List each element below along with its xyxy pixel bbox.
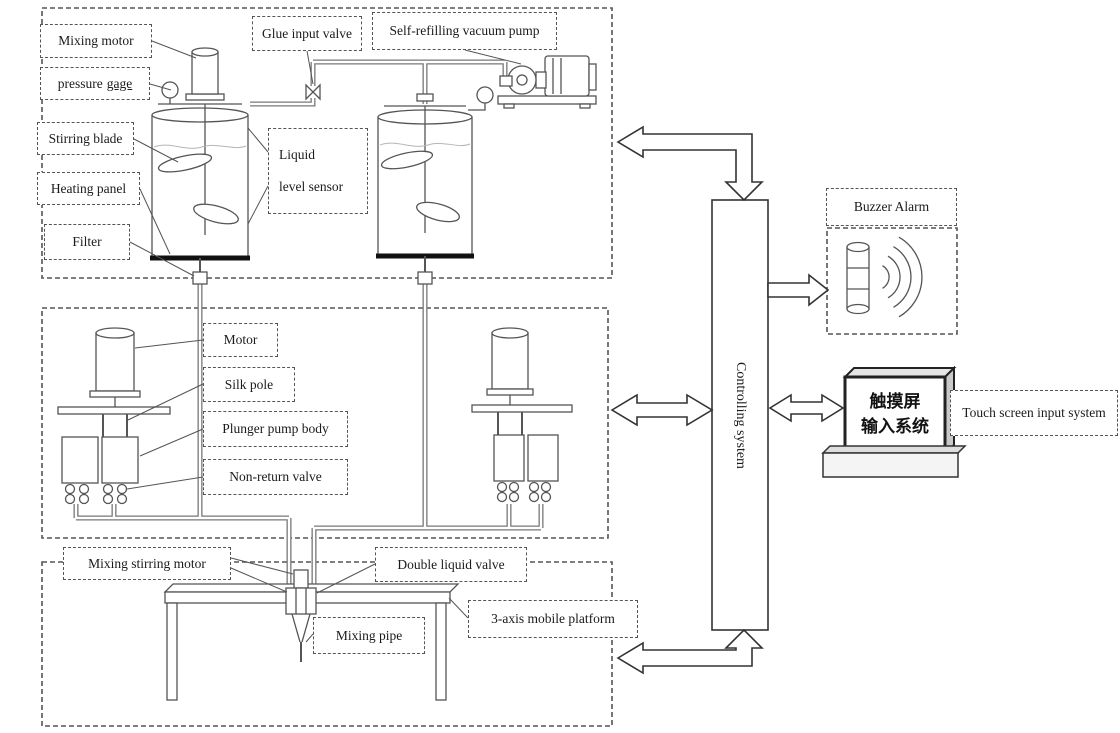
pipes xyxy=(73,59,544,588)
arrow-pumps-to-controller xyxy=(610,393,714,427)
buzzer-speaker xyxy=(846,236,923,318)
label-mixing-stirring-motor: Mixing stirring motor xyxy=(63,547,231,580)
glue-input-valve-symbol xyxy=(305,83,314,101)
label-liquid-level-sensor: Liquid level sensor xyxy=(268,128,368,214)
label-mixing-pipe: Mixing pipe xyxy=(313,617,425,654)
label-double-liquid-valve: Double liquid valve xyxy=(375,547,527,582)
label-mixing-motor: Mixing motor xyxy=(40,24,152,58)
non-return-valves-right xyxy=(496,481,552,503)
plunger-pump-body-left-1 xyxy=(61,436,99,484)
controlling-system-box xyxy=(711,199,769,631)
mixing-tank-1 xyxy=(150,47,250,285)
label-vacuum-pump: Self-refilling vacuum pump xyxy=(372,12,557,50)
label-stirring-blade: Stirring blade xyxy=(37,122,134,155)
touch-screen-line2: 输入系统 xyxy=(861,417,929,437)
filter-valve-2 xyxy=(417,271,433,285)
arrow-tanks-to-controller xyxy=(616,125,764,202)
pump-assembly-left xyxy=(57,327,171,505)
stirring-blade-1b xyxy=(193,203,239,225)
sound-waves xyxy=(882,236,923,318)
mixing-pipe-nozzle xyxy=(291,613,311,643)
table-leg-right xyxy=(435,602,447,701)
label-silk-pole: Silk pole xyxy=(203,367,295,402)
stirring-blade-1a xyxy=(157,153,213,173)
liquid-level-line1: Liquid xyxy=(279,147,315,163)
label-plunger-pump-body: Plunger pump body xyxy=(203,411,348,447)
table-leg-left xyxy=(166,602,178,701)
leader-lines xyxy=(126,40,522,643)
pump-motor-left xyxy=(95,332,135,392)
pump-motor-right xyxy=(491,332,529,390)
touch-screen-display: 触摸屏 输入系统 xyxy=(845,377,945,453)
gage-word: gage xyxy=(106,75,133,91)
mixing-motor-body xyxy=(191,51,219,95)
plunger-pump-body-right-1 xyxy=(493,434,525,482)
filter-valve-1 xyxy=(192,271,208,285)
label-filter: Filter xyxy=(44,224,130,260)
stirring-blade-2a xyxy=(380,150,434,170)
vacuum-pump-unit xyxy=(497,55,597,109)
pressure-gage-dial-2 xyxy=(476,86,494,104)
arrow-controller-to-buzzer xyxy=(767,273,830,307)
controlling-system-label: Controlling system xyxy=(733,361,748,469)
liquid-level-line2: level sensor xyxy=(279,179,344,195)
pump-assembly-right xyxy=(471,327,573,503)
screen-base-front xyxy=(822,452,959,478)
label-three-axis-platform: 3-axis mobile platform xyxy=(468,600,638,638)
label-touch-screen-input-system: Touch screen input system xyxy=(950,390,1118,436)
motor-flange-1 xyxy=(185,93,225,101)
label-buzzer-alarm: Buzzer Alarm xyxy=(826,188,957,226)
glue-input-valve-symbol-right xyxy=(312,83,321,101)
touch-screen-front xyxy=(843,375,947,455)
stirring-blade-2b xyxy=(415,201,461,223)
mounting-plate-right xyxy=(471,404,573,413)
buzzer-container-box xyxy=(826,227,958,335)
pump-section-box xyxy=(41,307,609,539)
connection-arrows xyxy=(610,125,845,675)
touch-screen-line1: 触摸屏 xyxy=(869,392,921,413)
mixing-stirring-motor-body xyxy=(293,569,309,589)
label-glue-input-valve: Glue input valve xyxy=(252,16,362,51)
label-motor: Motor xyxy=(203,323,278,357)
tank2-top-flange xyxy=(416,93,434,102)
label-pressure-gage: pressure gage xyxy=(40,67,150,100)
plunger-pump-body-right-2 xyxy=(527,434,559,482)
mixing-head xyxy=(285,569,317,662)
arrow-controller-to-touchscreen xyxy=(768,393,845,423)
plunger-pump-body-left-2 xyxy=(101,436,139,484)
double-liquid-valve-body xyxy=(285,587,317,615)
pressure-word: pressure xyxy=(57,75,103,91)
mounting-plate-left xyxy=(57,406,171,415)
mixing-tank-2 xyxy=(376,86,494,285)
platform-section-box xyxy=(41,561,613,727)
non-return-valves-left xyxy=(64,483,128,505)
label-non-return-valve: Non-return valve xyxy=(203,459,348,495)
arrow-platform-to-controller xyxy=(616,628,764,675)
label-heating-panel: Heating panel xyxy=(37,172,140,205)
